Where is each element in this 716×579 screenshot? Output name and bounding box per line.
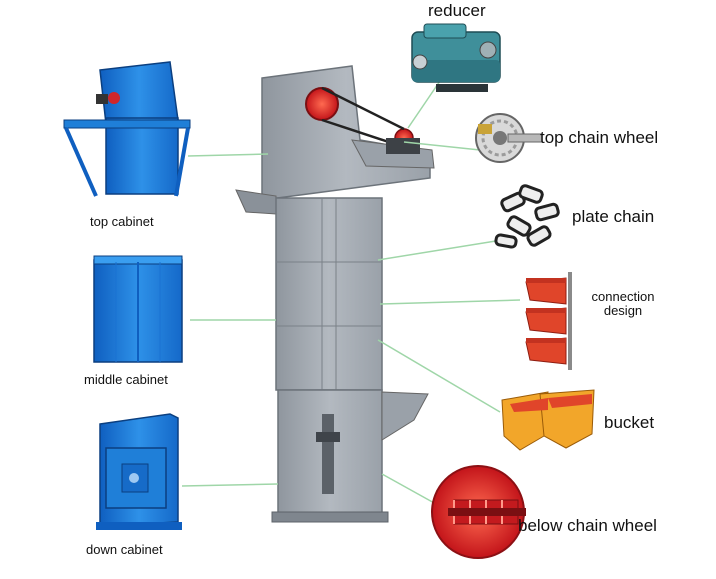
- top-chain-wheel-illustration: [475, 113, 543, 163]
- elevator-body: [235, 65, 435, 523]
- connection-design-illustration: [525, 272, 572, 370]
- label-middle-cabinet: middle cabinet: [84, 372, 168, 387]
- label-top-chain-wheel: top chain wheel: [540, 128, 659, 147]
- tension-bracket: [316, 432, 340, 442]
- label-down-cabinet: down cabinet: [86, 542, 163, 557]
- label-reducer: reducer: [428, 1, 486, 20]
- bucket-illustration: [501, 389, 595, 451]
- leader-down-cabinet: [181, 483, 279, 487]
- plate-chain-illustration: [494, 180, 564, 249]
- leader-plate-chain: [377, 239, 503, 261]
- drive-chain-top: [321, 86, 405, 131]
- motor-block: [386, 138, 420, 154]
- leader-top-chain-wheel: [403, 141, 481, 151]
- down-cabinet-illustration: [96, 413, 182, 530]
- leader-bucket: [377, 339, 501, 413]
- label-connection-design-line1: connection: [591, 289, 655, 304]
- label-bucket: bucket: [604, 413, 655, 432]
- top-cabinet-illustration: [63, 61, 191, 197]
- elevator-shaft: [275, 197, 383, 391]
- label-connection-design-line2: design: [603, 302, 643, 318]
- tension-slot: [322, 414, 334, 494]
- inlet-chute: [381, 391, 429, 441]
- boot-base: [271, 511, 389, 523]
- leader-connection-design: [379, 299, 521, 305]
- below-chain-wheel-illustration: [431, 465, 526, 559]
- leader-top-cabinet: [187, 153, 269, 157]
- middle-cabinet-illustration: [93, 255, 183, 363]
- label-connection-design: connection design: [578, 290, 668, 317]
- label-below-chain-wheel: below chain wheel: [518, 516, 657, 535]
- label-top-cabinet: top cabinet: [90, 214, 154, 229]
- reducer-illustration: [411, 23, 501, 92]
- label-plate-chain: plate chain: [572, 207, 655, 226]
- leader-below-chain-wheel: [381, 473, 437, 505]
